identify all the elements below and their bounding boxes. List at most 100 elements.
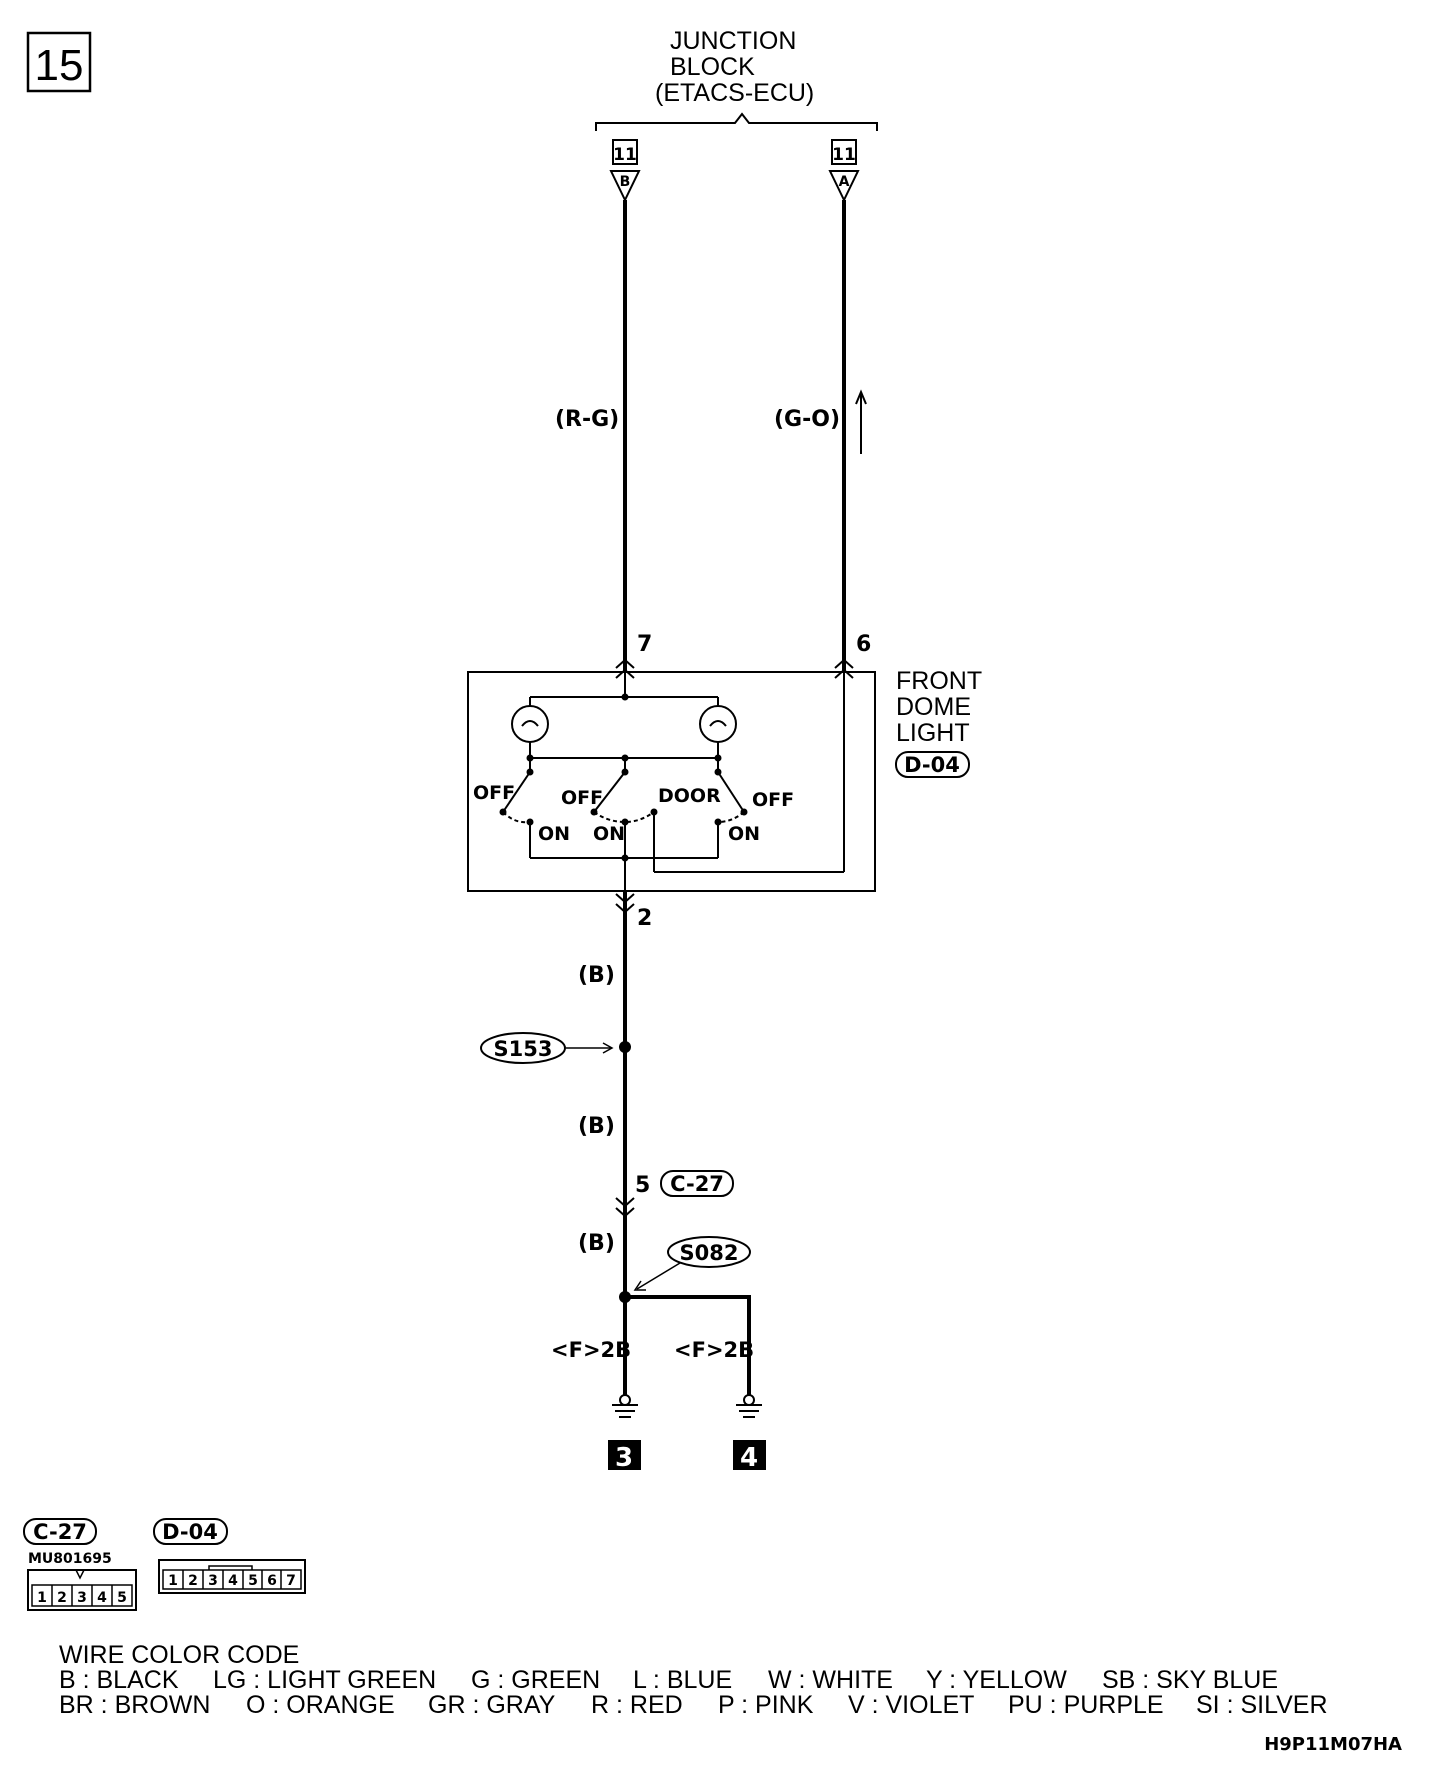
pin-7: 7 (637, 632, 652, 657)
legend-gr: GR : GRAY (428, 1691, 556, 1719)
wire-label-b-2: (B) (578, 1114, 615, 1139)
d04-connector-view (158, 1559, 306, 1594)
wire-color-code-row2: BR : BROWN O : ORANGE GR : GRAY R : RED … (59, 1691, 1328, 1719)
wire-ground-branch (625, 1295, 751, 1395)
d04-pin-1: 1 (168, 1573, 178, 1589)
c27-connector-view (27, 1569, 137, 1611)
ground-number-4-box (733, 1440, 766, 1470)
junction-block-line1: JUNCTION (670, 27, 796, 55)
splice-s082-oval (667, 1236, 751, 1268)
wire-label-b-1: (B) (578, 963, 615, 988)
splice-s153-oval (480, 1032, 566, 1064)
connector-triangle-right (828, 170, 860, 203)
c27-part-number: MU801695 (28, 1551, 112, 1567)
legend-b: B : BLACK (59, 1666, 179, 1694)
c27-connector-mark (615, 1197, 635, 1218)
dome-light-line3: LIGHT (896, 719, 970, 747)
c27-pin-2: 2 (57, 1590, 67, 1606)
legend-p: P : PINK (718, 1691, 814, 1719)
pin6-connector-mark (834, 658, 854, 679)
connector-box-right (831, 139, 857, 165)
ground-number-4: 4 (740, 1443, 758, 1473)
legend-br: BR : BROWN (59, 1691, 210, 1719)
legend-pu: PU : PURPLE (1008, 1691, 1164, 1719)
legend-sb: SB : SKY BLUE (1102, 1666, 1278, 1694)
dome-light-line1: FRONT (896, 667, 982, 695)
c27-view-label: C-27 (33, 1520, 87, 1544)
c27-pin-grid: 1 2 3 4 5 (31, 1584, 133, 1607)
d04-pin-7: 7 (286, 1573, 296, 1589)
c27-label-box (660, 1170, 734, 1197)
wire-label-b-3: (B) (578, 1231, 615, 1256)
terminal-a: A (839, 174, 850, 190)
d04-lock-mark (208, 1565, 253, 1570)
switch-label-off-3: OFF (752, 789, 794, 811)
d04-pin-2: 2 (188, 1573, 198, 1589)
pin-2: 2 (637, 906, 652, 931)
wire-label-r-g: (R-G) (555, 407, 619, 432)
switch-label-door: DOOR (658, 785, 721, 807)
wire-label-g-o: (G-O) (774, 407, 840, 432)
splice-s082-arrow-head (633, 1280, 646, 1291)
dome-light-connector-label-box (895, 751, 970, 778)
connector-number-right: 11 (832, 145, 856, 165)
wire-color-code-title: WIRE COLOR CODE (59, 1641, 299, 1669)
current-arrow-head (855, 389, 867, 405)
legend-o: O : ORANGE (246, 1691, 395, 1719)
pin-6: 6 (856, 632, 871, 657)
page-number-box (26, 31, 92, 93)
figure-code: H9P11M07HA (1264, 1734, 1402, 1755)
splice-s153: S153 (494, 1037, 553, 1061)
legend-r: R : RED (591, 1691, 683, 1719)
splice-s082: S082 (680, 1241, 739, 1265)
connector-triangle-left (609, 170, 641, 203)
d04-view-label-box (153, 1518, 228, 1545)
c27-pin-5: 5 (117, 1590, 127, 1606)
wire-color-code-row1: B : BLACK LG : LIGHT GREEN G : GREEN L :… (59, 1666, 1278, 1694)
connector-box-left (612, 139, 638, 165)
dome-light-circuit (502, 672, 845, 891)
d04-pin-4: 4 (228, 1573, 238, 1589)
splice-s153-arrow-head (602, 1042, 614, 1054)
junction-block-line3: (ETACS-ECU) (655, 79, 814, 107)
dome-light-connector: D-04 (904, 753, 960, 777)
switch-label-on-1: ON (538, 823, 570, 845)
c27-pin-4: 4 (97, 1590, 107, 1606)
splice-s082-arrow (636, 1262, 681, 1290)
c27-view-label-box (23, 1518, 97, 1545)
front-dome-light-box (467, 671, 876, 892)
legend-si: SI : SILVER (1196, 1691, 1328, 1719)
bulb-icon (511, 705, 737, 743)
legend-w: W : WHITE (768, 1666, 893, 1694)
d04-pin-6: 6 (267, 1573, 277, 1589)
junction-block-brace (595, 112, 878, 131)
legend-lg: LG : LIGHT GREEN (213, 1666, 436, 1694)
ground-number-3-box (608, 1440, 641, 1470)
legend-v: V : VIOLET (848, 1691, 974, 1719)
d04-pin-5: 5 (248, 1573, 258, 1589)
ground-icon (612, 1394, 762, 1418)
junction-block-line2: BLOCK (670, 53, 755, 81)
legend-g: G : GREEN (471, 1666, 600, 1694)
dome-light-line2: DOME (896, 693, 971, 721)
c27-lock-mark (75, 1569, 85, 1580)
legend-l: L : BLUE (633, 1666, 732, 1694)
c27-connector: C-27 (670, 1172, 724, 1196)
d04-pin-grid: 1 2 3 4 5 6 7 (162, 1569, 302, 1590)
ground-label-3: <F>2B (551, 1338, 631, 1362)
legend-y: Y : YELLOW (926, 1666, 1067, 1694)
connector-number-left: 11 (613, 145, 637, 165)
pin7-connector-mark (615, 658, 635, 679)
switch-label-off-2: OFF (561, 787, 603, 809)
page-number: 15 (35, 41, 84, 90)
switch-label-on-3: ON (728, 823, 760, 845)
d04-view-label: D-04 (162, 1520, 218, 1544)
switch-label-off-1: OFF (473, 782, 515, 804)
switch-label-on-2: ON (593, 823, 625, 845)
c27-pin-1: 1 (37, 1590, 47, 1606)
terminal-b: B (620, 174, 631, 190)
switch-contacts (499, 693, 748, 862)
ground-number-3: 3 (615, 1443, 633, 1473)
c27-pin-3: 3 (77, 1590, 87, 1606)
